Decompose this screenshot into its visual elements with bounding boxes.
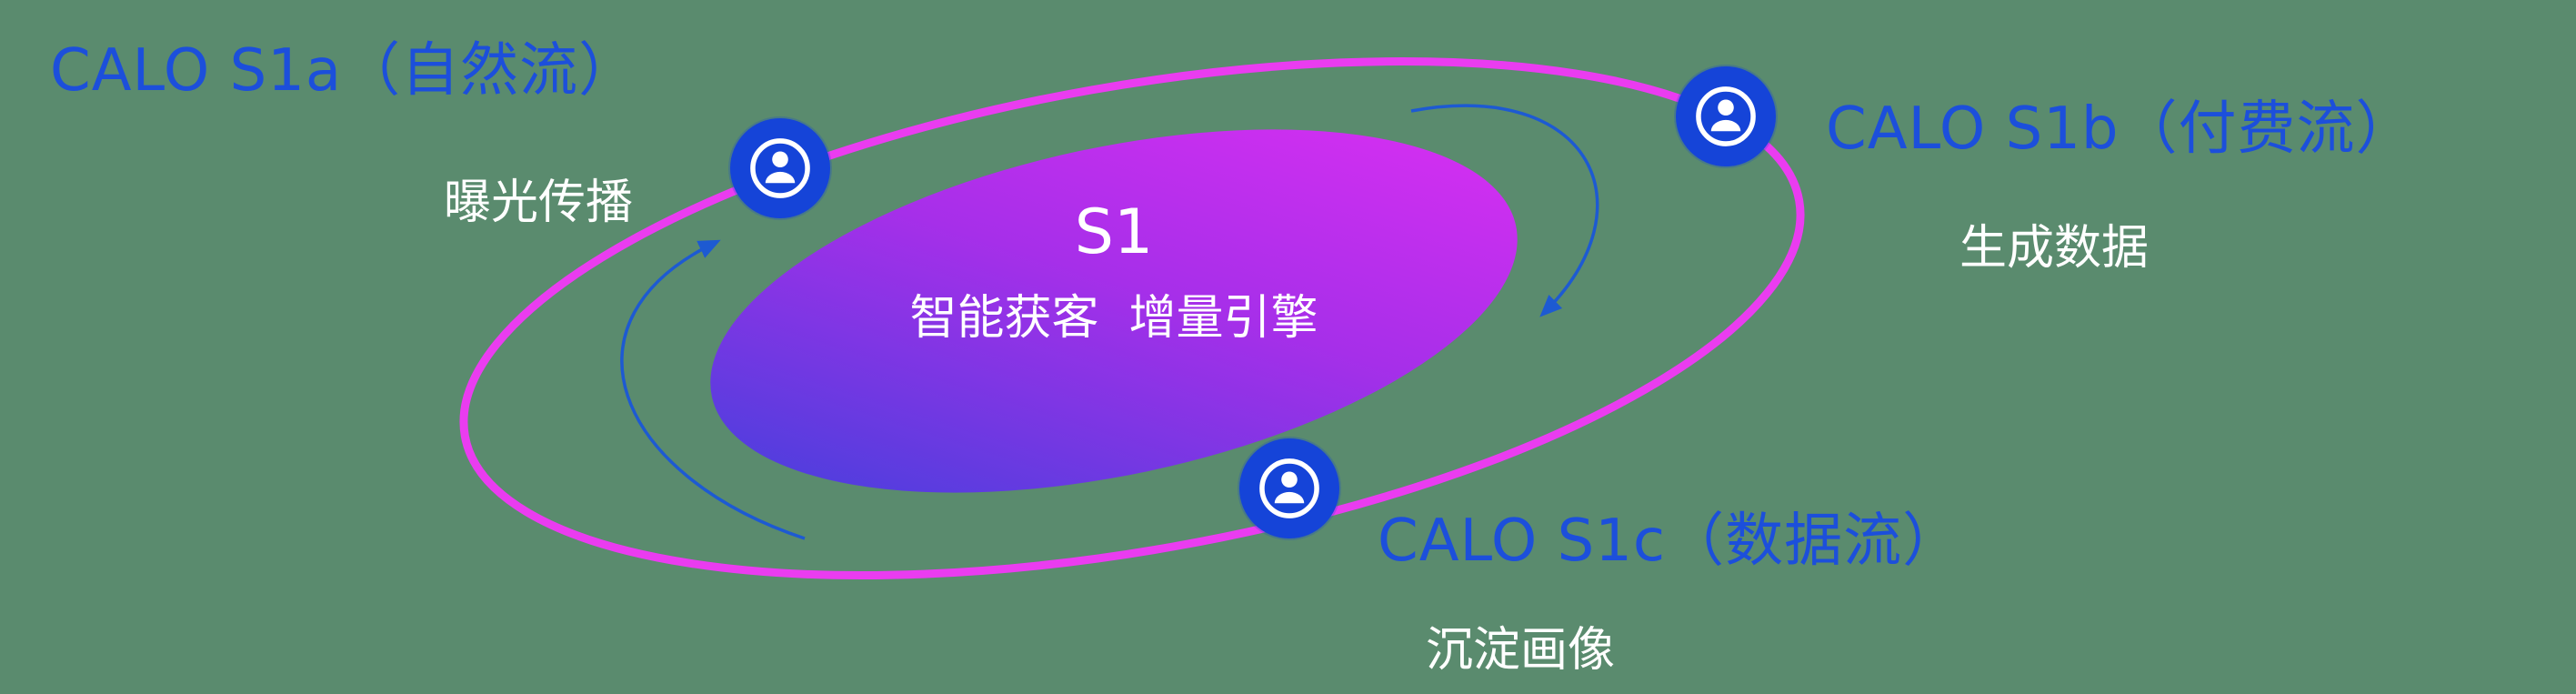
sublabel-s1b: 生成数据 — [1960, 221, 2150, 276]
flow-arrow-left-icon — [620, 239, 806, 540]
user-icon — [1696, 86, 1756, 146]
user-node-s1a — [730, 118, 830, 218]
core-ellipse — [710, 129, 1518, 493]
user-node-s1b — [1676, 66, 1776, 166]
flow-arrow-right-icon — [1410, 104, 1599, 317]
sublabel-s1c: 沉淀画像 — [1426, 623, 1616, 678]
user-icon — [1259, 458, 1319, 518]
label-s1b: CALO S1b（付费流） — [1826, 96, 2415, 163]
user-icon — [750, 138, 810, 198]
sublabel-s1a: 曝光传播 — [444, 176, 634, 230]
label-s1c: CALO S1c（数据流） — [1378, 508, 1962, 575]
label-s1a: CALO S1a（自然流） — [50, 37, 638, 105]
user-node-s1c — [1239, 438, 1339, 538]
orbit-ring — [459, 57, 1805, 579]
